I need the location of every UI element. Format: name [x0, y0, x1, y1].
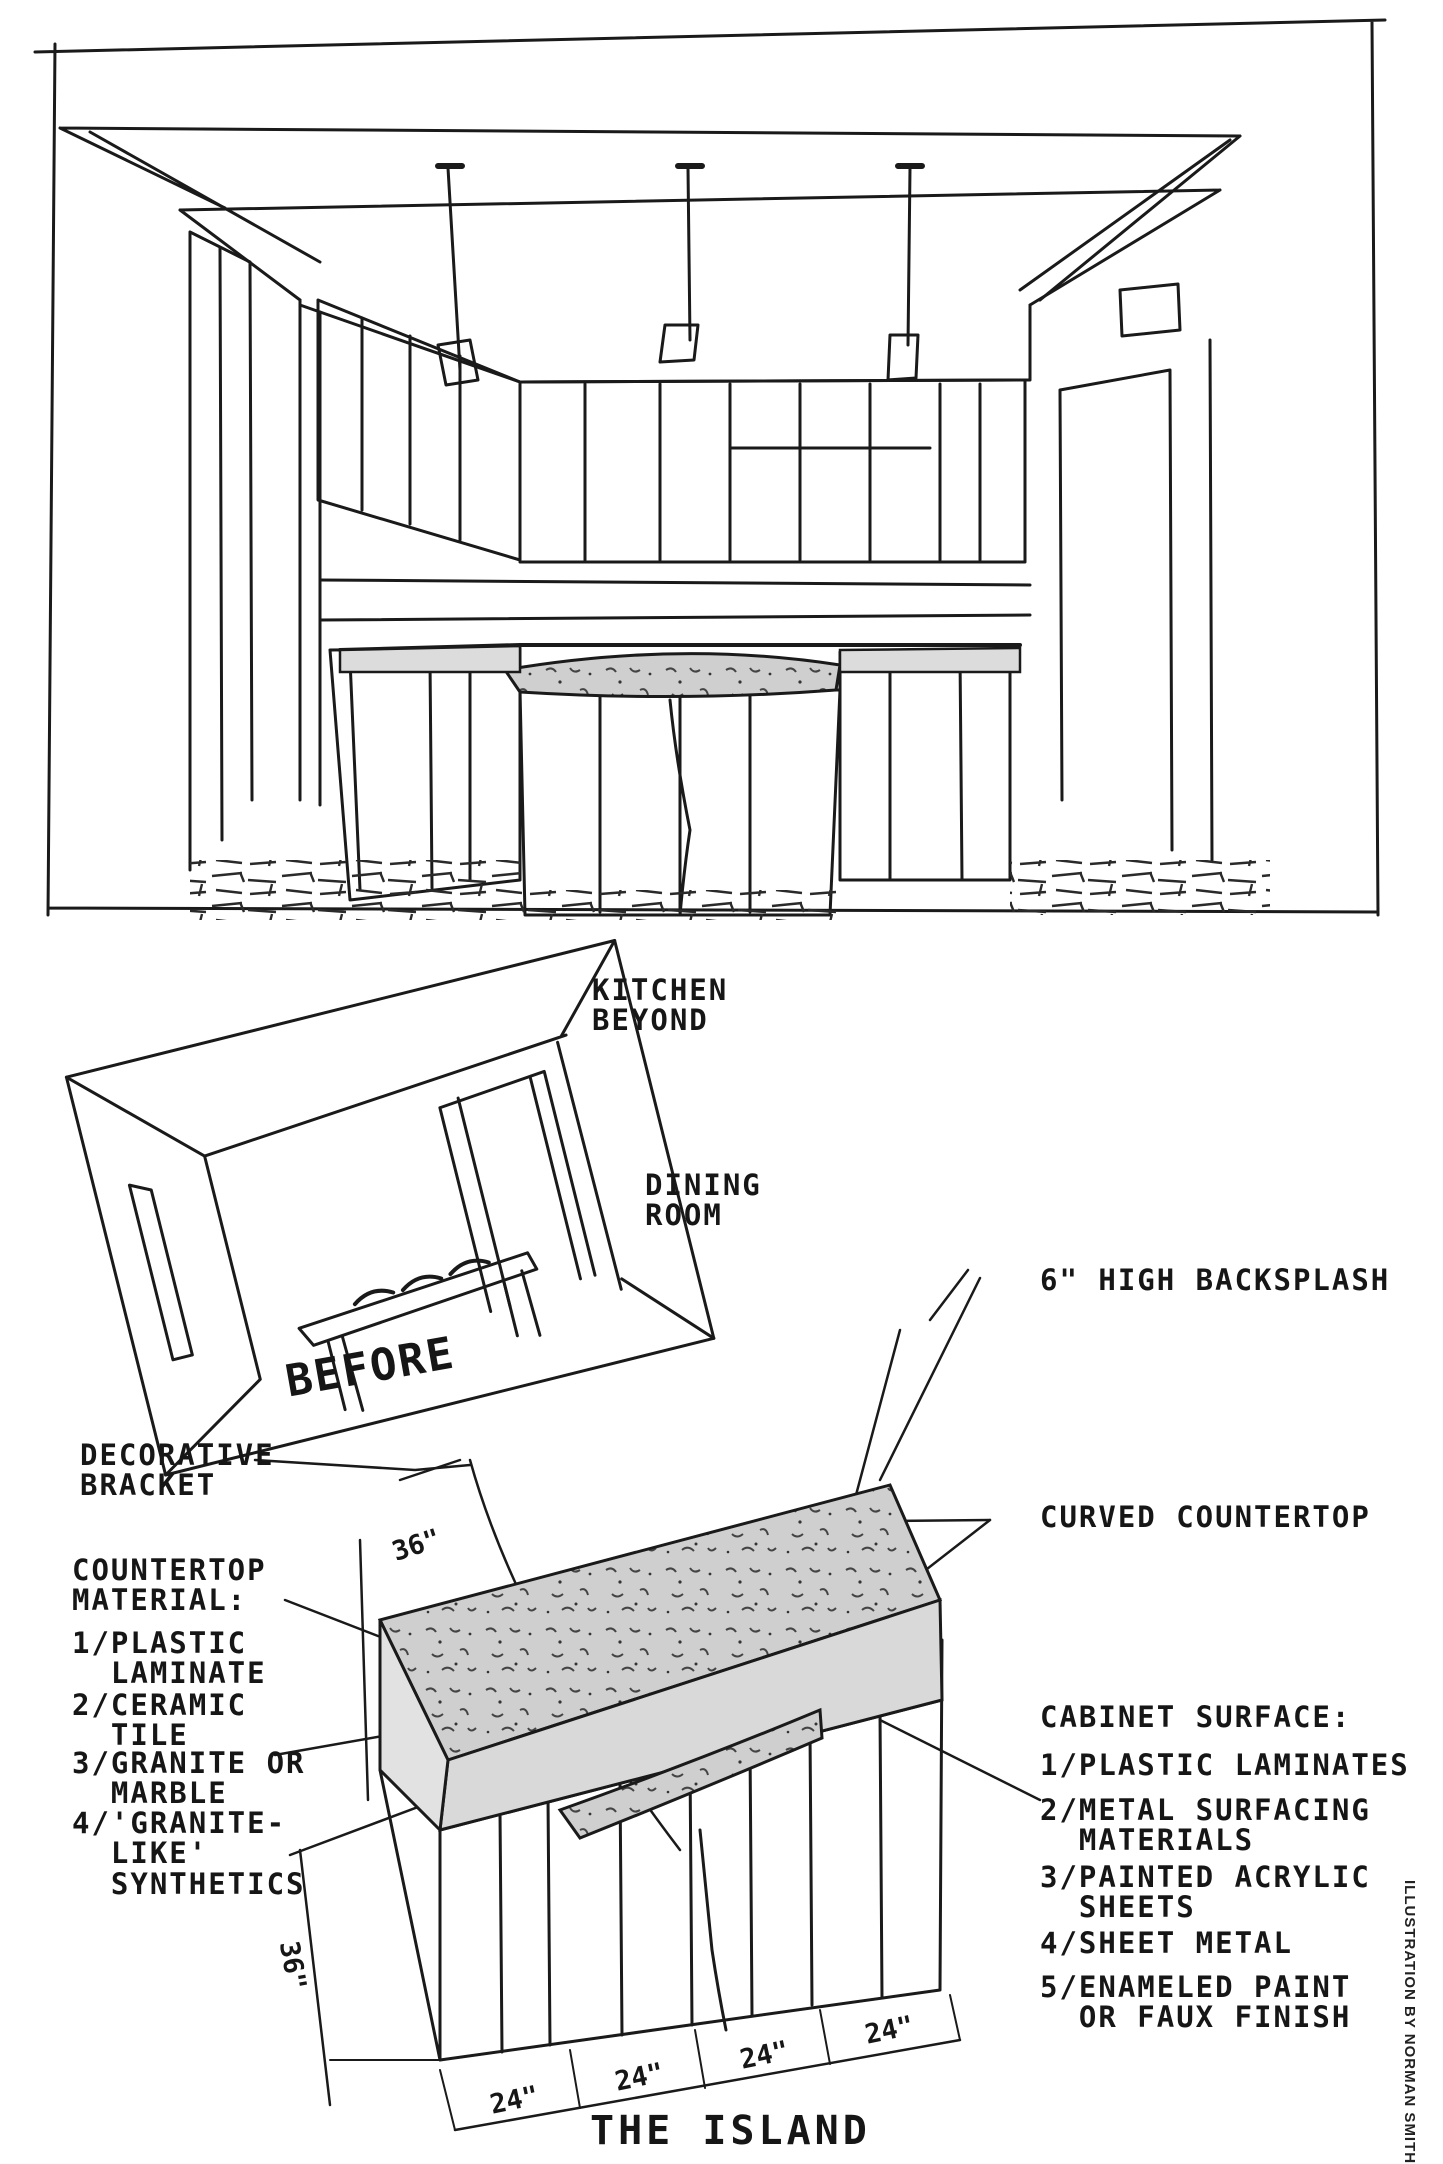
island-counter-top: [502, 652, 842, 699]
illustration-credit: ILLUSTRATION BY NORMAN SMITH: [1401, 1880, 1418, 2164]
floor-tiles-center: [520, 890, 840, 920]
cabinet-surface-3: 3/PAINTED ACRYLIC SHEETS: [1040, 1860, 1371, 1925]
floor-tiles-left: [190, 860, 520, 920]
cabinet-surface-5: 5/ENAMELED PAINT OR FAUX FINISH: [1040, 1970, 1352, 2035]
cabinet-surface-4: 4/SHEET METAL: [1040, 1926, 1293, 1960]
label-backsplash: 6" HIGH BACKSPLASH: [1040, 1263, 1391, 1297]
cabinet-surface-1: 1/PLASTIC LAMINATES: [1040, 1748, 1410, 1782]
label-decorative-bracket: DECORATIVE BRACKET: [80, 1438, 275, 1503]
kitchen-counter-left: [338, 644, 522, 674]
floor-tiles-right: [1010, 860, 1270, 915]
countertop-material-2: 2/CERAMIC TILE: [72, 1688, 248, 1753]
kitchen-perspective: [33, 18, 1387, 917]
cabinet-surface-2: 2/METAL SURFACING MATERIALS: [1040, 1793, 1371, 1858]
countertop-material-3: 3/GRANITE OR MARBLE: [72, 1746, 306, 1811]
kitchen-counter-right: [838, 646, 1022, 674]
label-countertop-material-title: COUNTERTOP MATERIAL:: [72, 1553, 267, 1618]
island-side-shade: [378, 1619, 450, 1834]
label-the-island: THE ISLAND: [590, 2108, 871, 2154]
countertop-material-1: 1/PLASTIC LAMINATE: [72, 1626, 267, 1691]
label-curved-countertop: CURVED COUNTERTOP: [1040, 1500, 1371, 1534]
island-curved-countertop: [557, 1707, 824, 1840]
label-cabinet-surface-title: CABINET SURFACE:: [1040, 1700, 1352, 1734]
before-sketch: [64, 938, 716, 1477]
label-kitchen-beyond: KITCHEN BEYOND: [592, 973, 729, 1038]
countertop-material-4: 4/'GRANITE- LIKE' SYNTHETICS: [72, 1806, 306, 1901]
label-dining-room: DINING ROOM: [645, 1168, 762, 1233]
